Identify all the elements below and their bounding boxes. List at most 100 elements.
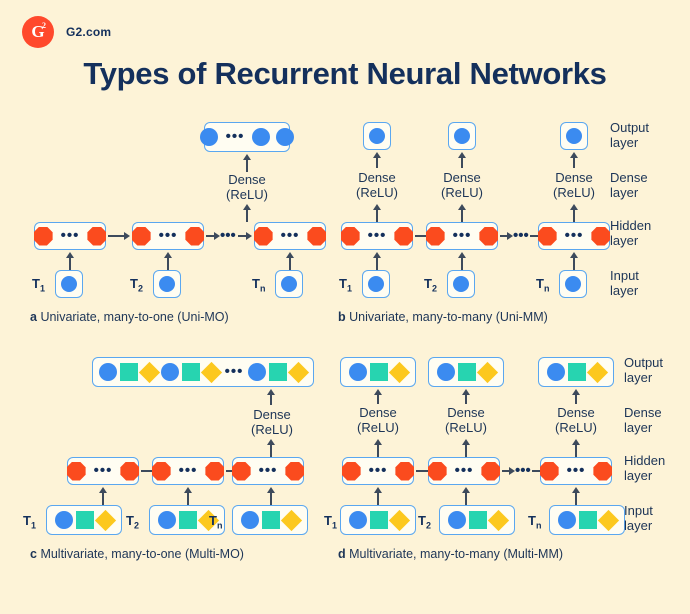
layer-legend-output-line2: layer — [624, 370, 653, 385]
timestep-letter: T — [424, 276, 432, 291]
timestep-letter: T — [126, 513, 134, 528]
arrow-dense-to-output-t1 — [372, 152, 382, 168]
input-node-diamond — [487, 509, 509, 531]
hidden-node-octagon — [394, 226, 414, 246]
arrow-dense-to-output-tn — [569, 152, 579, 168]
panel-c-hidden-box-t1: ••• — [66, 457, 140, 485]
hidden-node-octagon — [231, 461, 251, 481]
panel-c-timestep-label-t2: T2 — [126, 513, 139, 531]
panel-a-letter: a — [30, 310, 37, 324]
output-node-circle — [454, 128, 470, 144]
hidden-node-octagon — [205, 461, 225, 481]
hidden-node-octagon — [395, 461, 415, 481]
panel-c-hidden-box-tn: ••• — [231, 457, 305, 485]
ellipsis-dots: ••• — [178, 462, 198, 479]
hidden-node-octagon — [591, 226, 611, 246]
output-node-square — [369, 363, 388, 381]
panel-b-caption-text: Univariate, many-to-many (Uni-MM) — [349, 310, 548, 324]
panel-b-timestep-label-t1: T1 — [339, 276, 352, 294]
panel-c-input-box-t2 — [149, 505, 225, 535]
panel-c-hidden-box-t2: ••• — [151, 457, 225, 485]
panel-c-letter: c — [30, 547, 37, 561]
ellipsis-dots: ••• — [452, 227, 472, 244]
panel-d-dense-label-tn: Dense (ReLU) — [537, 405, 615, 435]
panel-b-dense-label-t2: Dense (ReLU) — [423, 170, 501, 200]
output-node-diamond — [288, 361, 310, 383]
panel-c-timestep-label-tn: Tn — [209, 513, 222, 531]
input-node-circle — [565, 276, 581, 292]
arrow-input-tn-to-hidden — [285, 252, 295, 270]
timestep-index: n — [259, 283, 266, 294]
panel-b-hidden-box-t1: ••• — [340, 222, 414, 250]
panel-d-timestep-label-tn: Tn — [528, 513, 541, 531]
input-node-diamond — [388, 509, 410, 531]
output-node-circle — [160, 363, 179, 381]
ellipsis-dots: ••• — [564, 227, 584, 244]
output-node-circle — [98, 363, 117, 381]
layer-legend-dense-line2: layer — [624, 420, 653, 435]
panel-b-output-box-t1 — [363, 122, 391, 150]
panel-d-caption-text: Multivariate, many-to-many (Multi-MM) — [349, 547, 564, 561]
panel-b-dense-label-t1: Dense (ReLU) — [338, 170, 416, 200]
panel-c-input-box-t1 — [46, 505, 122, 535]
output-node-circle — [348, 363, 367, 381]
panel-b-output-box-t2 — [448, 122, 476, 150]
hidden-node-octagon — [593, 461, 613, 481]
dense-label-line2: (ReLU) — [441, 185, 483, 200]
timestep-letter: T — [536, 276, 544, 291]
layer-legend-dense-line2: layer — [610, 185, 639, 200]
timestep-letter: T — [130, 276, 138, 291]
timestep-index: 1 — [39, 283, 45, 294]
layer-legend-hidden-line2: layer — [624, 468, 653, 483]
hidden-node-octagon — [340, 226, 360, 246]
arrow-hidden-to-dense-tn — [571, 439, 581, 457]
layer-legend-input-line2: layer — [624, 518, 653, 533]
layer-legend-hidden-line1: Hidden — [624, 453, 666, 468]
input-node-circle — [368, 276, 384, 292]
hidden-node-octagon — [341, 461, 361, 481]
hidden-node-octagon — [185, 226, 205, 246]
arrow-hidden-t2-to-dots — [500, 231, 513, 241]
arrow-hidden-t1-to-t2 — [108, 231, 130, 241]
timestep-index: 2 — [425, 520, 431, 531]
output-node-circle — [566, 128, 582, 144]
input-node-circle — [157, 511, 176, 529]
ellipsis-dots: ••• — [60, 227, 80, 244]
input-node-diamond — [597, 509, 619, 531]
hidden-node-octagon — [66, 461, 86, 481]
input-node-circle — [54, 511, 73, 529]
panel-c-dense-label: Dense (ReLU) — [232, 407, 312, 437]
input-node-circle — [447, 511, 466, 529]
input-node-square — [578, 511, 597, 529]
layer-legend-input-line2: layer — [610, 283, 639, 298]
dense-label-line2: (ReLU) — [357, 420, 399, 435]
panel-d-dense-label-t1: Dense (ReLU) — [339, 405, 417, 435]
dense-label-line1: Dense — [447, 405, 485, 420]
panel-b-letter: b — [338, 310, 346, 324]
output-node-circle — [436, 363, 455, 381]
panel-b-hidden-box-tn: ••• — [537, 222, 611, 250]
g2-logo-letter: G — [31, 22, 45, 41]
input-node-square — [75, 511, 94, 529]
ellipsis-dots: ••• — [280, 227, 300, 244]
arrow-input-t2-to-hidden — [163, 252, 173, 270]
panel-b-input-box-t2 — [447, 270, 475, 298]
panel-d-hidden-box-tn: ••• — [539, 457, 613, 485]
dense-label-line2: (ReLU) — [251, 422, 293, 437]
dense-label-line1: Dense — [443, 170, 481, 185]
input-node-square — [468, 511, 487, 529]
arrow-hidden-to-dense-t1 — [372, 204, 382, 222]
arrow-dense-to-output — [266, 389, 276, 405]
panel-b-timestep-label-tn: Tn — [536, 276, 549, 294]
input-node-circle — [557, 511, 576, 529]
arrow-hidden-to-dense-t1 — [373, 439, 383, 457]
panel-b-hidden-box-t2: ••• — [425, 222, 499, 250]
dense-label-line1: Dense — [557, 405, 595, 420]
dense-label-line1: Dense — [358, 170, 396, 185]
panel-d-output-box-tn — [538, 357, 614, 387]
timestep-index: 1 — [346, 283, 352, 294]
output-node-square — [181, 363, 200, 381]
hidden-node-octagon — [537, 226, 557, 246]
panel-b-caption: b Univariate, many-to-many (Uni-MM) — [338, 310, 548, 324]
layer-legend-input-bottom: Input layer — [624, 503, 653, 533]
